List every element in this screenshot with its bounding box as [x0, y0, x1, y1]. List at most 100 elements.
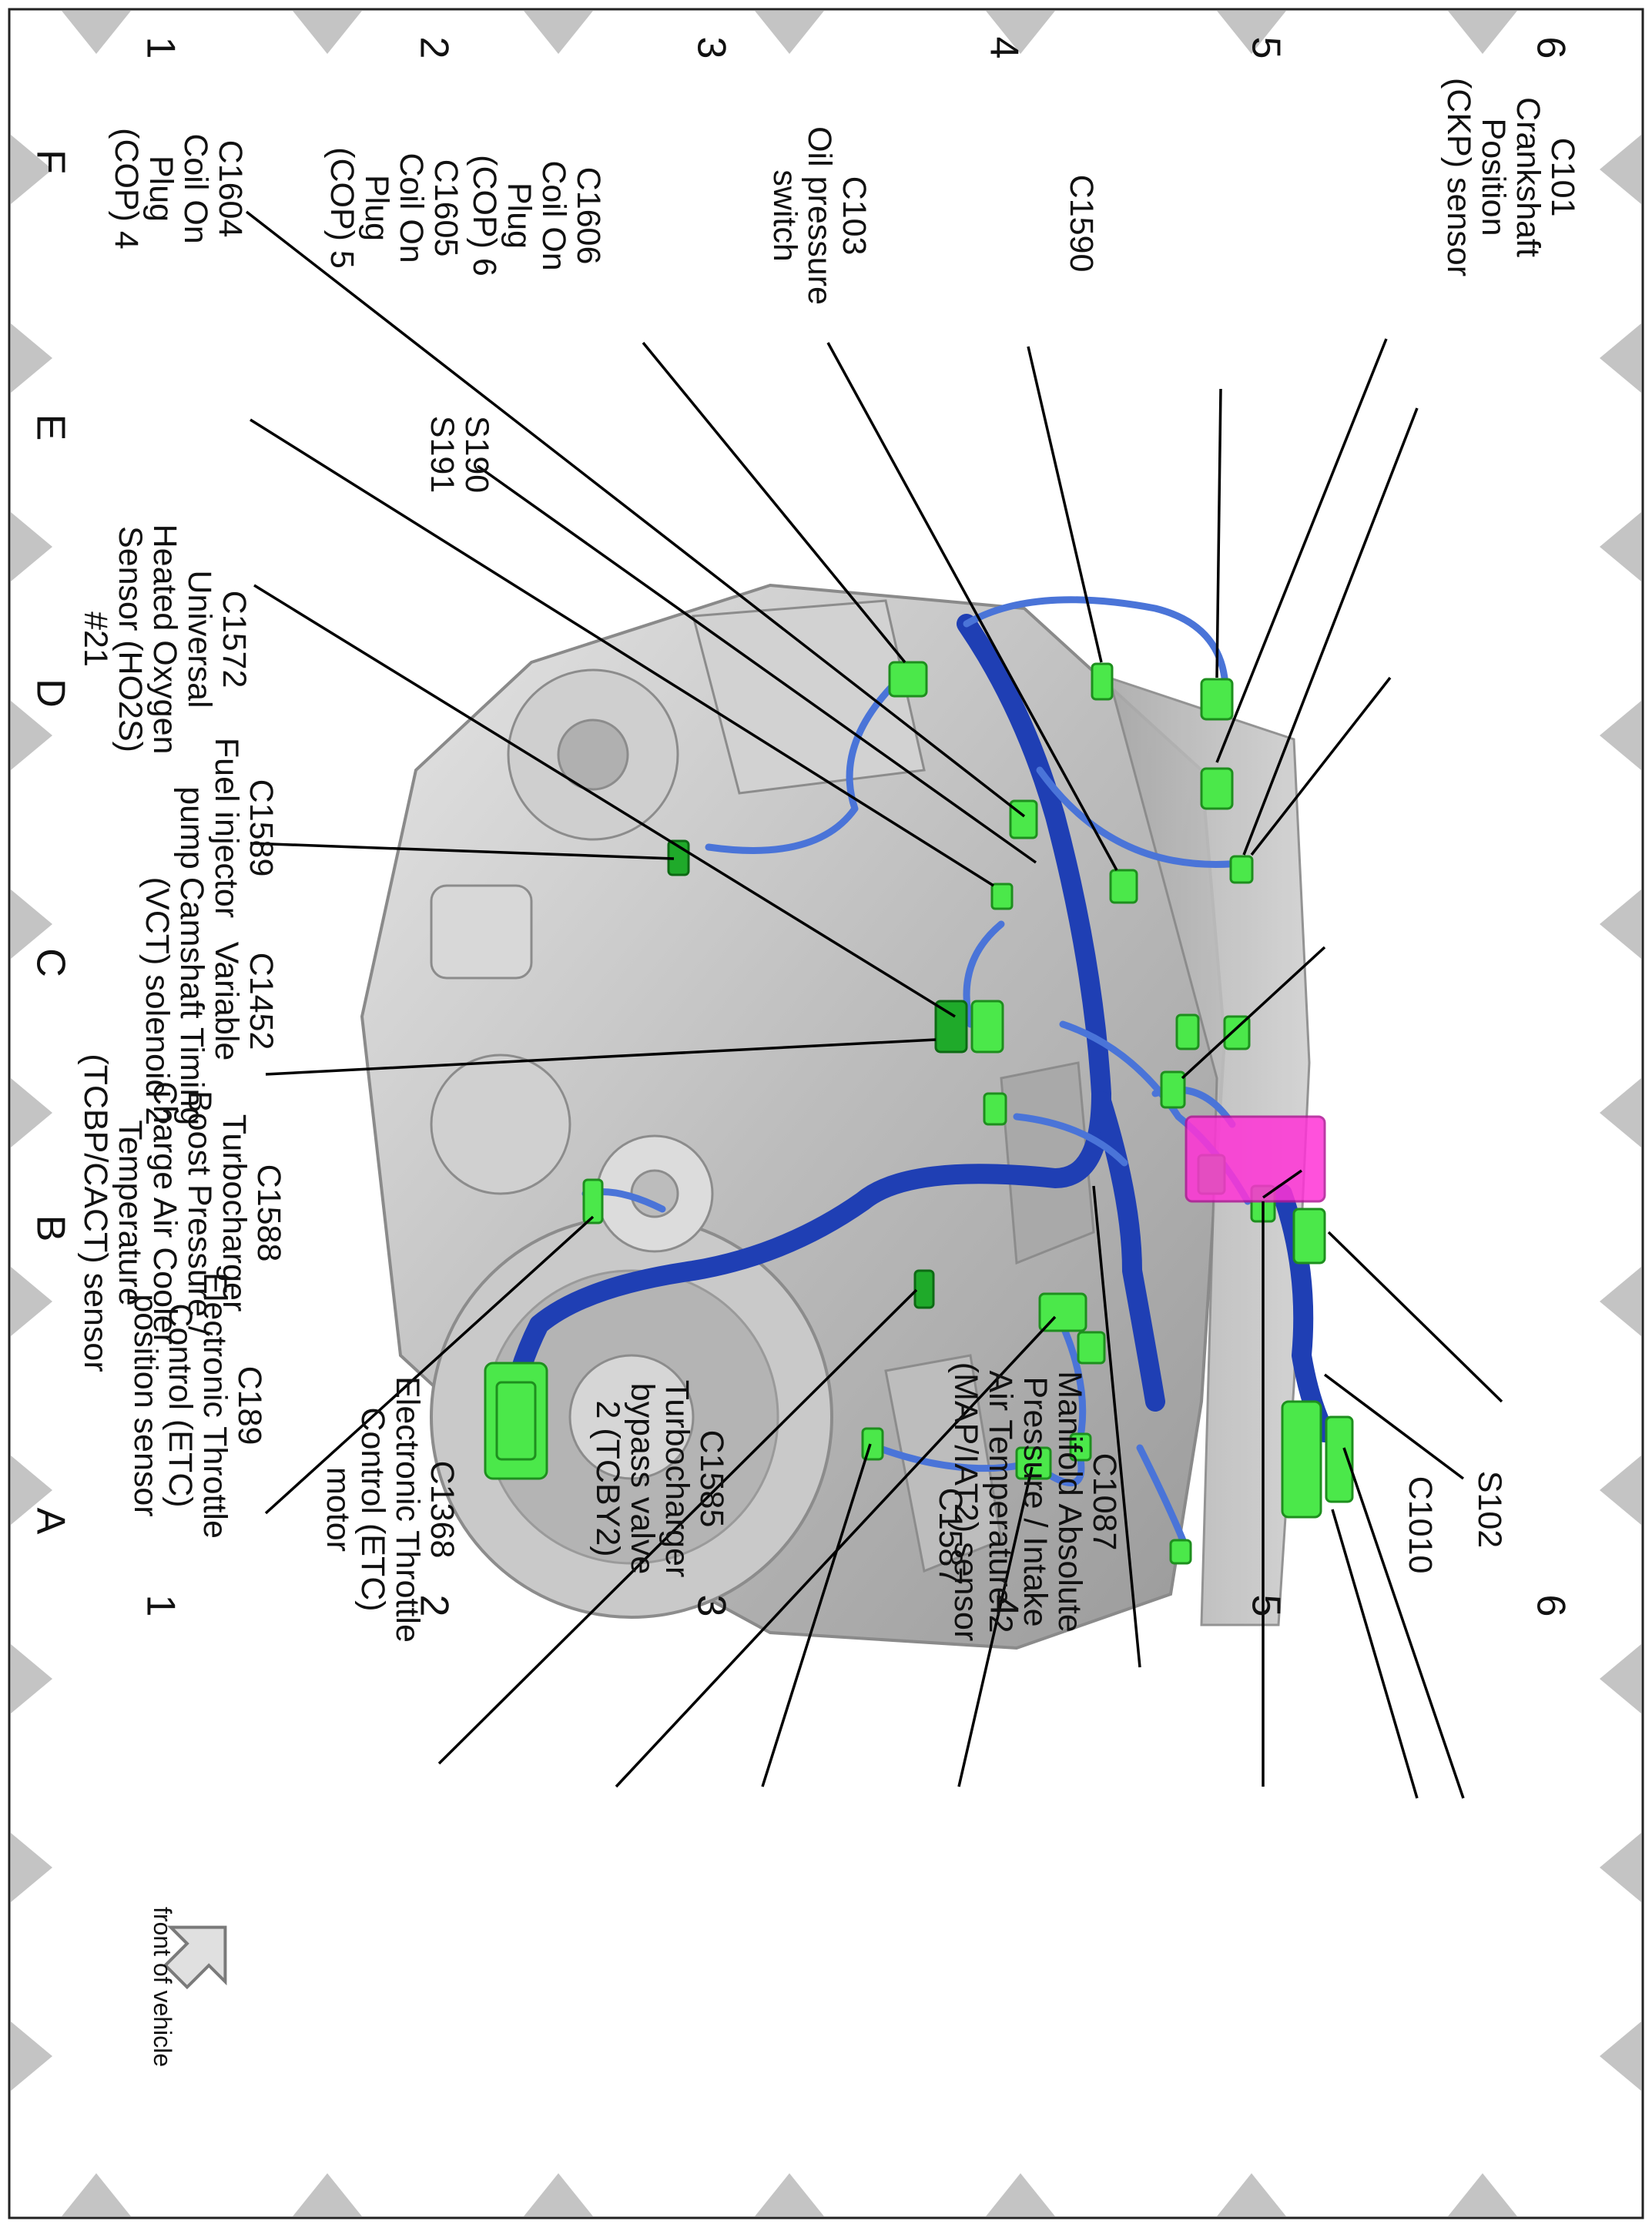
grid-letter-top-text: D [28, 678, 72, 708]
callout-line: Air Temperature 2 [982, 1371, 1019, 1633]
callout-line: #21 [77, 611, 114, 667]
grid-number-right-text: 5 [1243, 1595, 1288, 1617]
callout-line: Oil pressure [801, 126, 838, 305]
top-edge-marker [1448, 11, 1517, 54]
top-edge-marker [524, 11, 593, 54]
callout-line: Coil On [535, 160, 572, 270]
bottom-edge-marker [62, 2173, 131, 2216]
callout-line: Crankshaft [1510, 97, 1546, 257]
callout-line: S102 [1471, 1471, 1508, 1548]
grid-number-left: 1 [138, 37, 183, 59]
grid-number-right-text: 1 [138, 1595, 183, 1617]
bottom-edge-marker [986, 2173, 1055, 2216]
callout-line: (COP) 5 [323, 147, 360, 269]
grid-number-left: 2 [411, 37, 456, 59]
left-edge-marker [11, 1456, 52, 1525]
bottom-edge-marker [1217, 2173, 1286, 2216]
callout-line: Electronic Throttle [389, 1376, 426, 1643]
grid-number-right: 5 [1243, 1595, 1288, 1617]
grid-number-right: 2 [411, 1595, 456, 1617]
callout-line: C103 [836, 176, 873, 256]
callout-line: 2 (TCBY2) [589, 1400, 626, 1556]
callout-line: (VCT) solenoid 2 [139, 877, 176, 1126]
right-edge-marker [1600, 1456, 1641, 1525]
grid-number-right: 4 [981, 1595, 1026, 1617]
callout-line: Control (ETC) [162, 1303, 199, 1507]
callout-line: S191 [424, 416, 461, 493]
grid-number-right: 3 [689, 1595, 733, 1617]
bottom-edge-marker [755, 2173, 824, 2216]
grid-number-right: 6 [1528, 1595, 1573, 1617]
callout-line: C1605 [427, 159, 464, 257]
callout-line: C101 [1544, 138, 1581, 217]
grid-letter-top-text: B [28, 1215, 72, 1242]
callout-line: Boost Pressure / [181, 1090, 218, 1335]
callout-line: C1010 [1402, 1476, 1439, 1574]
callout-line: switch [766, 169, 803, 261]
callout-line: C189 [231, 1366, 268, 1445]
leader-lines [245, 210, 1503, 1799]
callout-line: C1589 [243, 779, 280, 877]
map-iat2-highlight [1185, 1115, 1326, 1203]
callout-line: Universal [181, 570, 218, 708]
grid-number-left-text: 1 [138, 37, 183, 59]
callout-line: Turbocharger [216, 1114, 253, 1312]
grid-number-left-text: 4 [981, 37, 1026, 59]
grid-letter-top-text: E [28, 414, 72, 441]
right-edge-marker [1600, 323, 1641, 393]
front-of-vehicle-label: front of vehicle [149, 1907, 176, 2067]
left-edge-marker [11, 512, 52, 581]
top-edge-marker [986, 11, 1055, 54]
grid-number-right-text: 6 [1528, 1595, 1573, 1617]
callout-line: C1588 [250, 1164, 287, 1262]
grid-number-left: 4 [981, 37, 1026, 59]
callout-line: C1452 [243, 953, 280, 1050]
grid-number-left-text: 2 [411, 37, 456, 59]
callout-c1587: C1587 [932, 1488, 969, 1586]
grid-number-right: 1 [138, 1595, 183, 1617]
callout-line: Control (ETC) [354, 1407, 391, 1611]
grid-letter-top: F [28, 149, 72, 174]
grid-number-left-text: 3 [689, 37, 733, 59]
callout-line: Coil On [177, 133, 214, 243]
right-edge-marker [1600, 701, 1641, 770]
callout-line: C1572 [216, 591, 253, 688]
callout-line: Turbocharger [658, 1380, 695, 1578]
callout-c1010: C1010 [1402, 1476, 1439, 1574]
callout-line: Pressure / Intake [1017, 1376, 1054, 1626]
left-edge-marker [11, 2022, 52, 2091]
grid-number-left: 3 [689, 37, 733, 59]
callout-line: (MAP/IAT2) sensor [947, 1362, 984, 1641]
callout-line: Plug [358, 175, 395, 241]
callout-line: Plug [501, 183, 538, 249]
top-edge-marker [755, 11, 824, 54]
engine-illustration [360, 583, 1311, 1650]
top-edge-marker [62, 11, 131, 54]
callout-line: C1606 [570, 167, 607, 265]
grid-letter-top: A [28, 1508, 72, 1535]
grid-number-right-text: 4 [981, 1595, 1026, 1617]
callout-line: Charge Air Cooler [146, 1081, 183, 1345]
right-edge-marker [1600, 1833, 1641, 1902]
left-edge-marker [11, 701, 52, 770]
callout-line: (COP) 6 [466, 155, 503, 276]
grid-letter-top-text: F [28, 149, 72, 174]
top-edge-marker [293, 11, 362, 54]
callout-line: (CKP) sensor [1440, 78, 1477, 276]
callout-line: C1368 [424, 1461, 461, 1559]
callout-s102: S102 [1471, 1471, 1508, 1548]
grid-letter-top-text: C [28, 948, 72, 977]
callout-line: (TCBP/CACT) sensor [77, 1054, 114, 1372]
